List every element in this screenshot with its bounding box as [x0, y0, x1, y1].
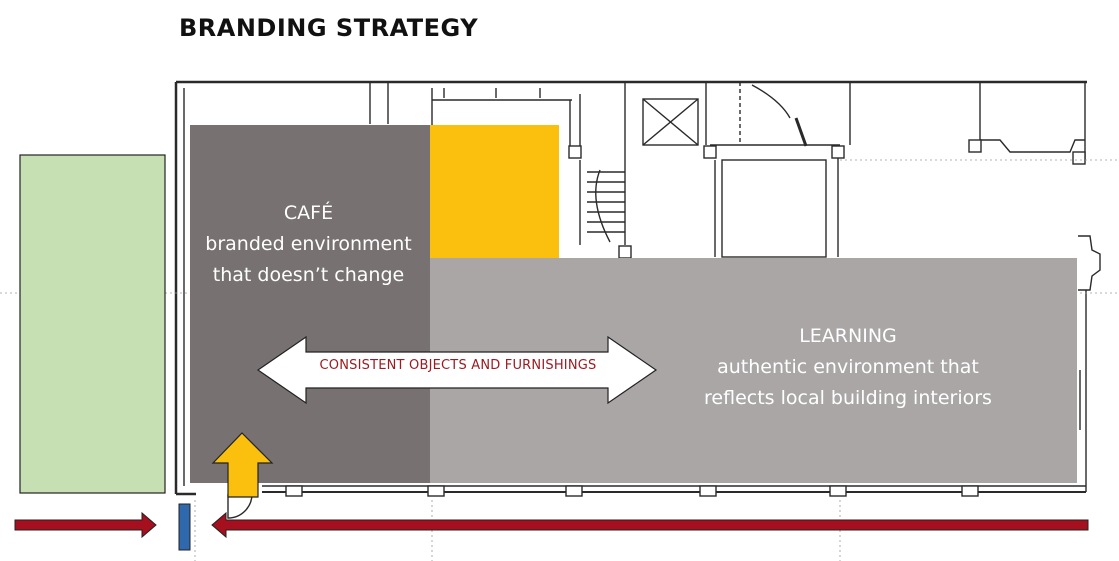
consistent-objects-label: CONSISTENT OBJECTS AND FURNISHINGS — [319, 358, 597, 373]
cafe-zone-label: CAFÉ branded environment that doesn’t ch… — [196, 198, 421, 291]
learning-zone-description-line1: authentic environment that — [717, 356, 979, 378]
entrance-marker — [178, 503, 191, 551]
learning-zone-name: LEARNING — [799, 325, 897, 347]
street-flow-arrow — [211, 511, 1089, 539]
learning-zone-label: LEARNING authentic environment that refl… — [678, 321, 1018, 414]
exterior-zone — [19, 154, 166, 494]
cafe-zone-description-line2: that doesn’t change — [212, 264, 405, 286]
page-title: BRANDING STRATEGY — [179, 14, 479, 42]
floor-plan-walls — [174, 80, 1101, 519]
service-zone — [430, 125, 559, 258]
entry-arrow — [211, 432, 274, 498]
cafe-zone-description-line1: branded environment — [205, 233, 412, 255]
approach-arrow — [14, 511, 157, 539]
cafe-zone-name: CAFÉ — [283, 202, 334, 224]
consistent-objects-double-arrow — [256, 335, 658, 405]
structural-columns — [285, 139, 1086, 497]
learning-zone-description-line2: reflects local building interiors — [704, 387, 992, 409]
cafe-zone — [190, 125, 430, 483]
